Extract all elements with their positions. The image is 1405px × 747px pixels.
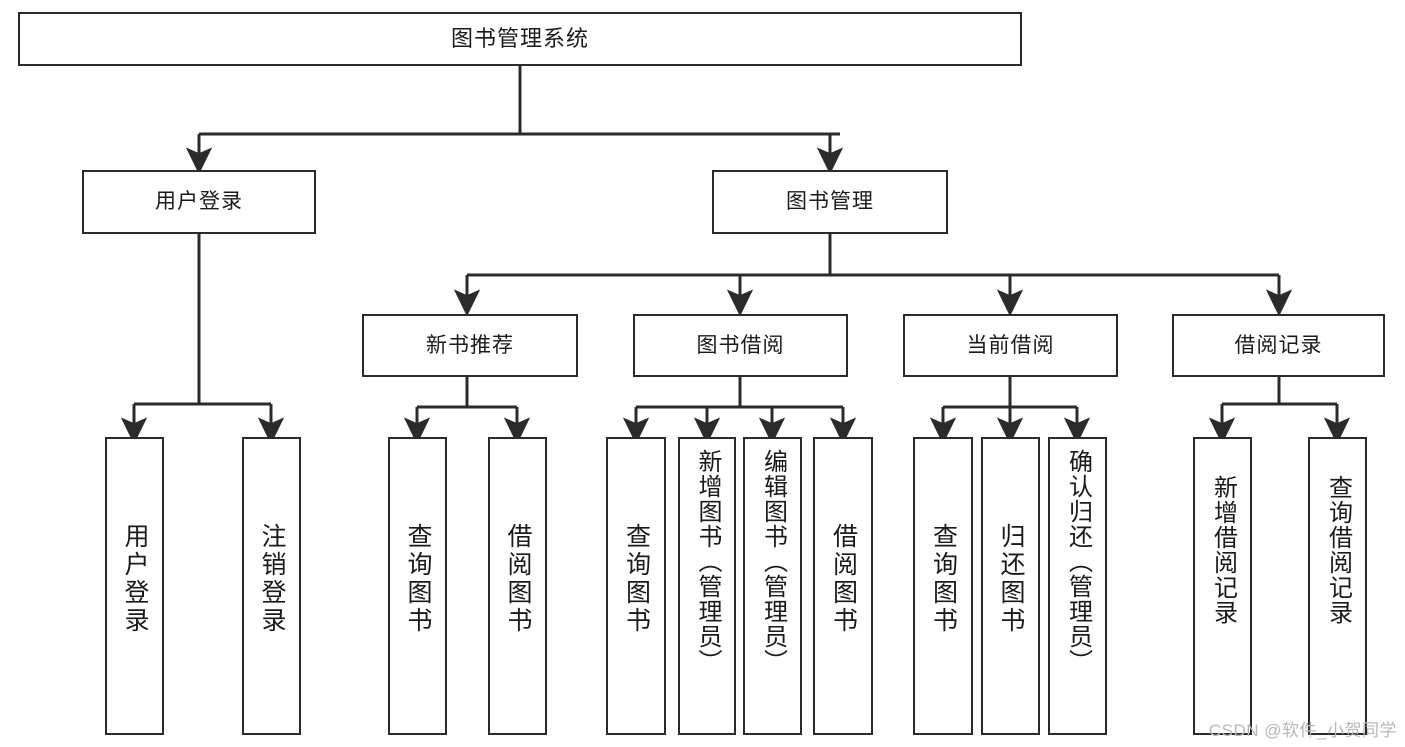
leaf-current-confirm-return[interactable]: 确认归还（管理员） — [1048, 437, 1107, 735]
node-new-book-recommend[interactable]: 新书推荐 — [362, 314, 578, 377]
leaf-user-login-logout[interactable]: 注销登录 — [242, 437, 301, 735]
leaf-current-query-book[interactable]: 查询图书 — [913, 437, 973, 735]
node-label: 借阅图书 — [829, 523, 858, 635]
node-label: 借阅记录 — [1234, 333, 1323, 357]
node-label: 确认归还（管理员） — [1064, 449, 1092, 674]
leaf-borrow-borrow-book[interactable]: 借阅图书 — [813, 437, 873, 735]
leaf-record-query-record[interactable]: 查询借阅记录 — [1308, 437, 1367, 735]
node-label: 图书管理 — [786, 190, 874, 214]
node-label: 归还图书 — [997, 523, 1025, 635]
node-label: 查询图书 — [404, 523, 432, 635]
node-label: 借阅图书 — [504, 523, 532, 635]
csdn-watermark: CSDN @软件_小贺同学 — [1208, 721, 1397, 740]
node-book-borrow[interactable]: 图书借阅 — [633, 314, 848, 377]
node-label: 查询图书 — [622, 523, 651, 635]
node-label: 注销登录 — [258, 523, 286, 635]
node-label: 图书管理系统 — [450, 25, 589, 51]
node-label: 查询图书 — [929, 523, 958, 635]
node-label: 新书推荐 — [426, 333, 514, 357]
node-root-system[interactable]: 图书管理系统 — [18, 12, 1022, 66]
node-current-borrow[interactable]: 当前借阅 — [903, 314, 1118, 377]
leaf-recommend-borrow-book[interactable]: 借阅图书 — [488, 437, 547, 735]
node-label: 用户登录 — [121, 523, 149, 635]
node-label: 编辑图书（管理员） — [759, 449, 787, 674]
leaf-borrow-query-book[interactable]: 查询图书 — [606, 437, 666, 735]
leaf-record-add-record[interactable]: 新增借阅记录 — [1193, 437, 1252, 735]
node-borrow-record[interactable]: 借阅记录 — [1172, 314, 1385, 377]
node-label: 用户登录 — [155, 190, 243, 214]
node-label: 当前借阅 — [966, 333, 1055, 357]
node-label: 图书借阅 — [696, 333, 785, 357]
leaf-user-login-login[interactable]: 用户登录 — [105, 437, 164, 735]
node-label: 新增借阅记录 — [1209, 475, 1237, 625]
node-label: 查询借阅记录 — [1324, 475, 1352, 625]
leaf-borrow-add-book[interactable]: 新增图书（管理员） — [678, 437, 736, 735]
node-book-management[interactable]: 图书管理 — [712, 170, 948, 234]
leaf-current-return-book[interactable]: 归还图书 — [981, 437, 1040, 735]
leaf-recommend-query-book[interactable]: 查询图书 — [388, 437, 447, 735]
leaf-borrow-edit-book[interactable]: 编辑图书（管理员） — [743, 437, 802, 735]
node-label: 新增图书（管理员） — [694, 449, 721, 674]
node-user-login[interactable]: 用户登录 — [82, 170, 316, 234]
